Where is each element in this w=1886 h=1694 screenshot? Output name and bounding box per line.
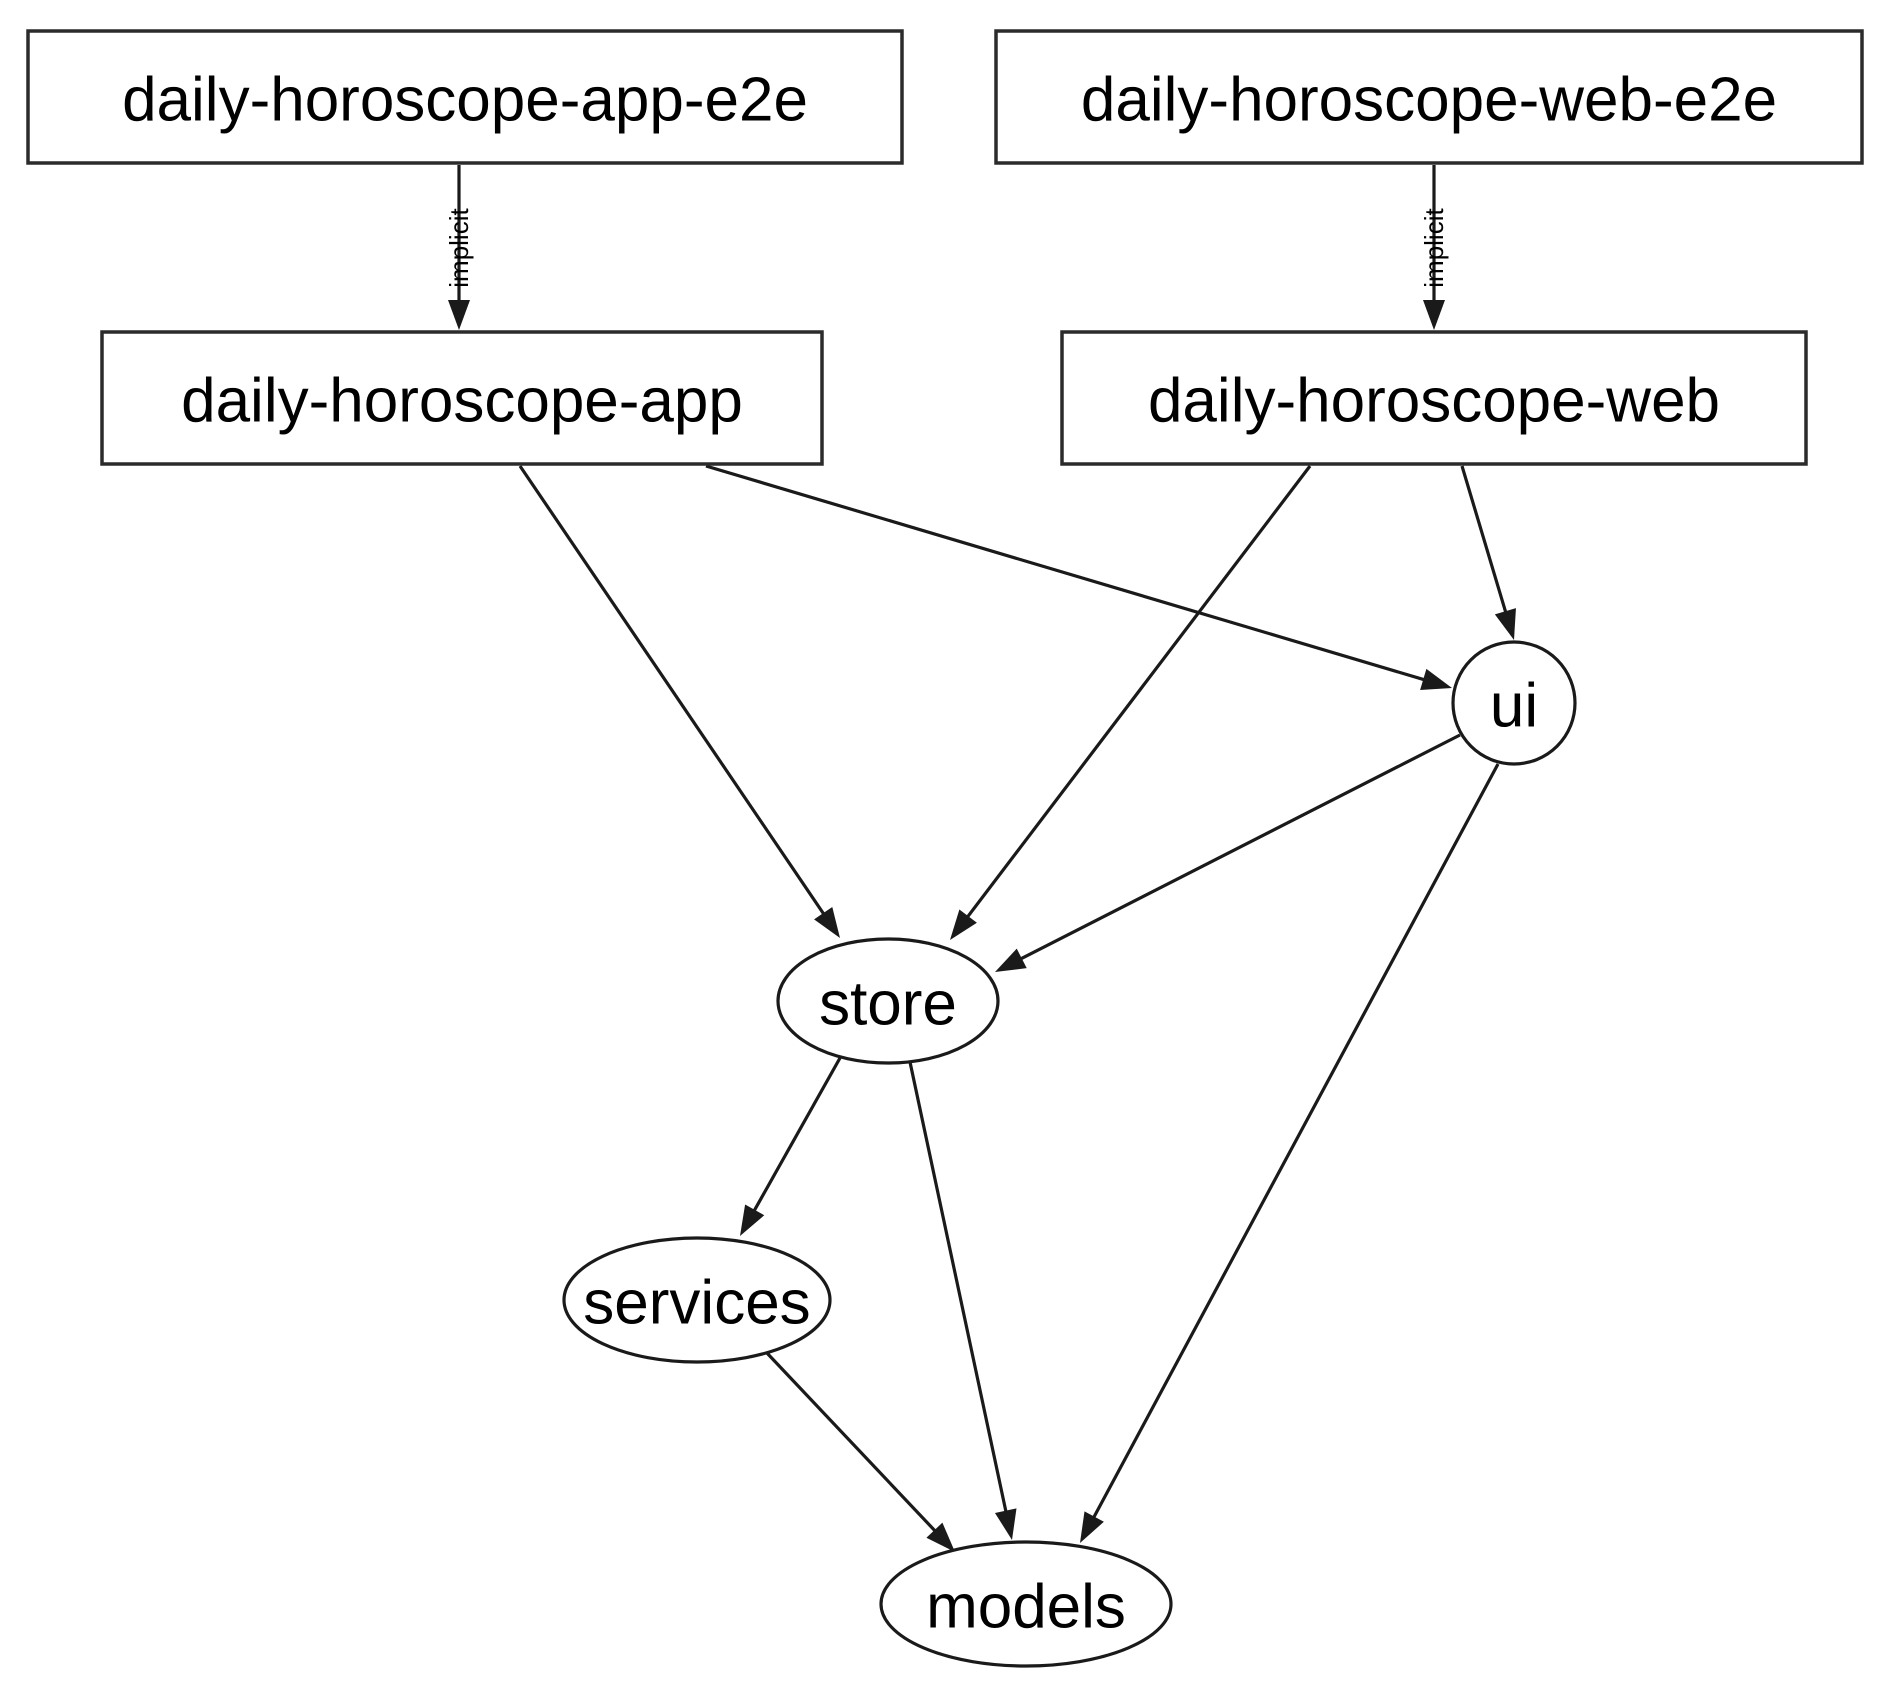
node-label: models <box>926 1573 1126 1642</box>
arrowhead-icon <box>814 906 840 938</box>
edge-line <box>908 1061 1009 1515</box>
edge-daily-horoscope-web-to-store <box>950 465 1312 940</box>
node-shape-ellipse[interactable] <box>776 937 1000 1065</box>
edge-ui-to-store <box>995 733 1461 972</box>
node-daily-horoscope-web[interactable]: daily-horoscope-web <box>1060 330 1808 466</box>
node-ui[interactable]: ui <box>1451 640 1577 766</box>
node-label: daily-horoscope-web-e2e <box>1081 66 1777 135</box>
node-shape-rectangle[interactable] <box>994 29 1864 165</box>
edge-ui-to-models <box>1080 763 1500 1543</box>
node-label: ui <box>1490 672 1538 741</box>
edge-label: implicit <box>1419 208 1449 288</box>
edge-daily-horoscope-app-e2e-to-daily-horoscope-app: implicit <box>444 165 474 330</box>
node-daily-horoscope-app[interactable]: daily-horoscope-app <box>100 330 824 466</box>
node-shape-ellipse[interactable] <box>562 1236 832 1364</box>
edge-daily-horoscope-app-to-ui <box>705 464 1452 690</box>
edge-store-to-models <box>908 1061 1017 1540</box>
edge-line <box>705 464 1428 683</box>
arrowhead-icon <box>926 1522 955 1552</box>
edge-line <box>1090 763 1500 1521</box>
edge-line <box>751 1057 842 1215</box>
arrowhead-icon <box>448 300 470 330</box>
edge-line <box>964 465 1312 921</box>
nodes-layer: daily-horoscope-app-e2e daily-horoscope-w… <box>26 29 1864 1668</box>
node-shape-ellipse[interactable] <box>879 1540 1173 1668</box>
node-shape-rectangle[interactable] <box>26 29 904 165</box>
node-services[interactable]: services <box>562 1236 832 1364</box>
edges-layer: implicit implicit <box>444 165 1516 1552</box>
arrowhead-icon <box>1423 300 1445 330</box>
edge-daily-horoscope-app-to-store <box>518 465 840 938</box>
edge-line <box>518 465 827 918</box>
node-label: daily-horoscope-web <box>1148 367 1720 436</box>
node-daily-horoscope-app-e2e[interactable]: daily-horoscope-app-e2e <box>26 29 904 165</box>
node-label: daily-horoscope-app-e2e <box>122 66 808 135</box>
arrowhead-icon <box>1080 1511 1104 1543</box>
node-shape-rectangle[interactable] <box>1060 330 1808 466</box>
node-label: services <box>583 1269 810 1338</box>
arrowhead-icon <box>1494 608 1516 640</box>
node-daily-horoscope-web-e2e[interactable]: daily-horoscope-web-e2e <box>994 29 1864 165</box>
edge-label: implicit <box>444 208 474 288</box>
node-models[interactable]: models <box>879 1540 1173 1668</box>
arrowhead-icon <box>950 909 977 940</box>
node-label: store <box>819 970 957 1039</box>
edge-services-to-models <box>764 1350 955 1552</box>
node-store[interactable]: store <box>776 937 1000 1065</box>
edge-daily-horoscope-web-to-ui <box>1460 465 1516 640</box>
node-label: daily-horoscope-app <box>181 367 743 436</box>
edge-daily-horoscope-web-e2e-to-daily-horoscope-web: implicit <box>1419 165 1449 330</box>
arrowhead-icon <box>995 948 1027 972</box>
edge-store-to-services <box>740 1057 842 1236</box>
edge-line <box>1460 465 1509 616</box>
arrowhead-icon <box>994 1508 1017 1540</box>
edge-line <box>1017 733 1461 962</box>
arrowhead-icon <box>1420 668 1452 690</box>
arrowhead-icon <box>740 1204 765 1236</box>
node-shape-rectangle[interactable] <box>100 330 824 466</box>
edge-line <box>764 1350 939 1535</box>
node-shape-ellipse[interactable] <box>1451 640 1577 766</box>
